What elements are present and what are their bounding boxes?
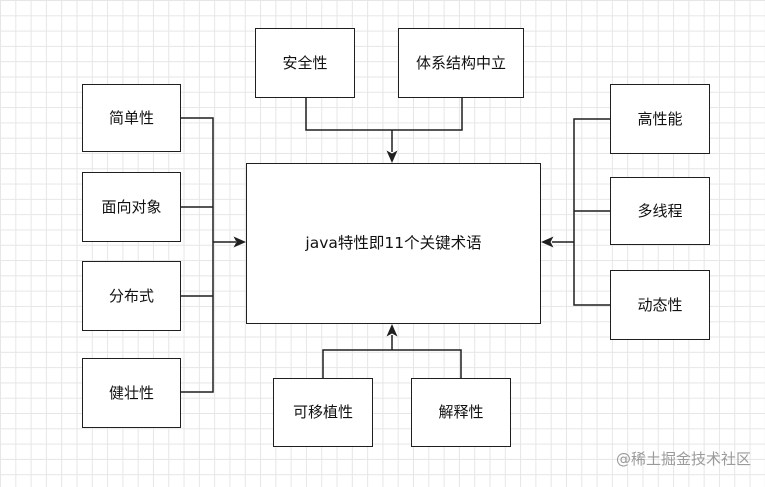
node-label: 面向对象 <box>101 197 162 216</box>
node-object-oriented: 面向对象 <box>82 172 181 242</box>
watermark: @稀土掘金技术社区 <box>615 450 751 468</box>
node-architecture-neutral: 体系结构中立 <box>398 28 524 98</box>
node-label: 简单性 <box>108 108 154 127</box>
node-label: 可移植性 <box>292 403 353 421</box>
node-label: 体系结构中立 <box>415 53 506 72</box>
node-label: 多线程 <box>637 201 683 220</box>
node-high-performance: 高性能 <box>610 84 710 154</box>
center-node: java特性即11个关键术语 <box>246 163 541 324</box>
node-multithreading: 多线程 <box>610 177 710 245</box>
node-label: 健壮性 <box>108 383 154 402</box>
node-label: 分布式 <box>108 286 154 305</box>
node-dynamic: 动态性 <box>610 270 710 340</box>
node-label: 安全性 <box>282 53 328 72</box>
node-label: 动态性 <box>637 295 683 314</box>
node-distributed: 分布式 <box>82 261 181 331</box>
node-interpreted: 解释性 <box>411 378 511 447</box>
center-label: java特性即11个关键术语 <box>305 233 482 252</box>
node-security: 安全性 <box>255 28 355 98</box>
node-portability: 可移植性 <box>273 378 373 447</box>
node-robustness: 健壮性 <box>82 358 181 428</box>
node-label: 高性能 <box>637 109 683 128</box>
node-simplicity: 简单性 <box>82 84 181 152</box>
node-label: 解释性 <box>438 403 484 421</box>
